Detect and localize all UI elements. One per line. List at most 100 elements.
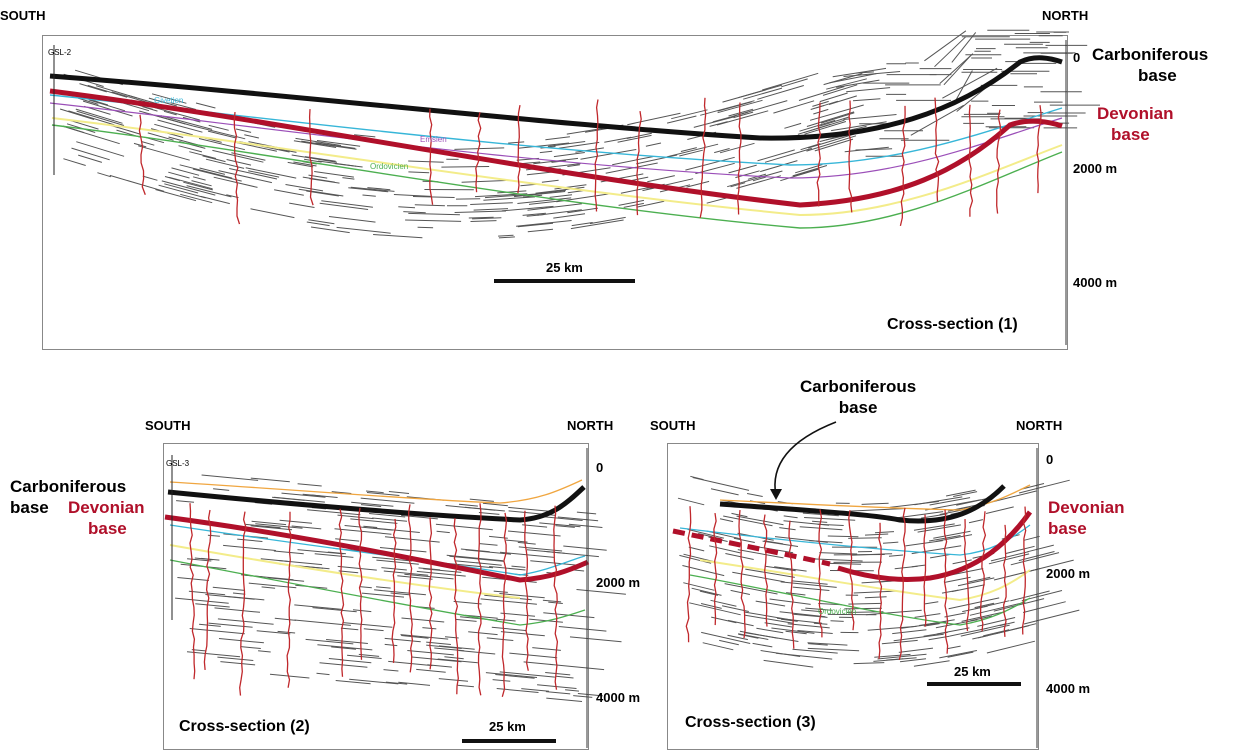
reflector-segment (537, 209, 582, 216)
reflector-segment (294, 619, 351, 626)
reflector-segment (441, 166, 490, 168)
reflector-segment (308, 219, 335, 225)
reflector-segment (473, 208, 509, 211)
reflector-segment (359, 586, 372, 589)
reflector-segment (63, 158, 86, 166)
reflector-segment (911, 564, 926, 568)
reflector-segment (1018, 479, 1070, 494)
reflector-segment (623, 202, 644, 208)
reflector-segment (416, 570, 466, 577)
reflector-segment (478, 512, 500, 515)
reflector-segment (737, 549, 784, 559)
reflector-segment (340, 627, 359, 631)
reflector-segment (175, 597, 229, 604)
reflector-segment (360, 497, 415, 504)
devonian-label-line2: base (1111, 125, 1150, 144)
reflector-segment (192, 168, 242, 182)
reflector-segment (449, 555, 505, 562)
reflector-segment (567, 190, 584, 194)
reflector-segment (183, 181, 213, 191)
reflector-segment (968, 519, 984, 524)
reflector-segment (792, 586, 830, 591)
reflector-segment (361, 592, 405, 598)
fault-line (736, 102, 742, 215)
reflector-segment (250, 477, 290, 483)
reflector-segment (666, 115, 697, 124)
reflector-segment (223, 544, 276, 551)
reflector-segment (873, 657, 917, 662)
reflector-segment (545, 691, 571, 695)
reflector-segment (365, 490, 384, 494)
reflector-segment (575, 147, 604, 153)
reflector-segment (781, 618, 798, 622)
reflector-segment (553, 152, 585, 158)
reflector-segment (952, 559, 972, 565)
reflector-segment (198, 138, 246, 151)
fault-line (979, 511, 987, 632)
reflector-segment (855, 148, 893, 151)
reflector-segment (716, 110, 769, 126)
orange-horizon-3 (719, 484, 1031, 511)
reflector-segment (76, 141, 125, 157)
reflector-segment (297, 483, 322, 487)
reflector-segment (522, 524, 548, 528)
reflector-segment (517, 541, 536, 545)
reflector-segment (988, 553, 1030, 565)
reflector-segment (469, 498, 494, 502)
reflector-segment (138, 145, 190, 161)
fault-line (203, 509, 212, 671)
reflector-segment (294, 604, 343, 610)
reflector-segment (929, 535, 961, 542)
reflector-segment (408, 160, 444, 163)
reflector-segment (924, 601, 939, 605)
reflector-segment (505, 539, 528, 543)
depth-0-label-2: 0 (596, 460, 604, 475)
carboniferous-base-label-2: Carboniferous base (10, 476, 126, 518)
reflector-segment (832, 67, 887, 78)
reflector-segment (799, 526, 843, 531)
reflector-segment (567, 164, 580, 167)
reflector-segment (472, 217, 502, 220)
reflector-segment (647, 175, 675, 183)
reflector-segment (807, 642, 848, 646)
reflector-segment (539, 150, 553, 154)
fault-line (899, 105, 906, 227)
fault-line (788, 520, 795, 649)
reflector-segment (709, 545, 741, 554)
reflector-segment (343, 622, 393, 628)
reflector-segment (627, 112, 681, 126)
reflector-segment (757, 149, 795, 162)
reflector-segment (331, 491, 352, 494)
reflector-segment (688, 546, 705, 552)
reflector-segment (192, 176, 206, 181)
reflector-segment (427, 664, 452, 668)
reflector-segment (293, 161, 317, 167)
reflector-segment (367, 187, 391, 191)
reflector-segment (248, 170, 280, 178)
reflector-segment (724, 583, 778, 595)
devonian-base-line-3-dashed (672, 528, 831, 567)
reflector-segment (411, 656, 462, 663)
reflector-segment (302, 493, 321, 497)
reflector-segment (836, 79, 880, 88)
reflector-segment (176, 500, 195, 503)
fault-line (848, 100, 853, 213)
reflector-segment (335, 680, 371, 685)
reflector-segment (226, 159, 252, 166)
reflector-segment (969, 601, 1026, 616)
reflector-segment (403, 211, 426, 214)
reflector-segment (784, 122, 802, 129)
reflector-segment (800, 143, 821, 151)
reflector-segment (199, 623, 221, 627)
depth-4000-label-3: 4000 m (1046, 681, 1091, 696)
reflector-segment (780, 168, 819, 182)
fault-line (189, 503, 196, 680)
reflector-segment (372, 517, 408, 522)
faults-2 (189, 503, 559, 698)
reflector-segment (826, 78, 867, 90)
reflector-segment (363, 525, 378, 528)
reflector-segment (244, 134, 260, 139)
reflector-segment (752, 642, 773, 648)
reflector-segment (258, 650, 271, 653)
